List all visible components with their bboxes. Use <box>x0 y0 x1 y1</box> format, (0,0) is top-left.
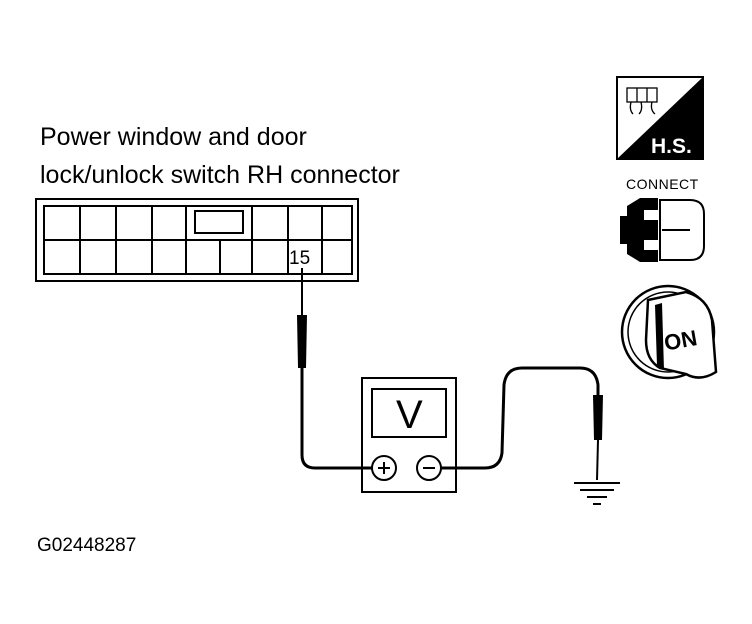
ignition-on-icon: ON <box>620 284 718 380</box>
connect-label: CONNECT <box>626 176 699 192</box>
connector-latch <box>194 210 244 234</box>
harness-side-icon: H.S. <box>616 76 704 160</box>
negative-probe <box>593 395 603 481</box>
title-line-1: Power window and door <box>40 123 307 151</box>
positive-probe <box>297 268 307 368</box>
title-line-2: lock/unlock switch RH connector <box>40 161 400 189</box>
connector-body <box>35 198 359 282</box>
negative-lead-wire <box>441 366 600 470</box>
pin-15-label: 15 <box>289 248 310 269</box>
meter-display-letter: V <box>396 393 423 437</box>
voltmeter <box>361 377 457 493</box>
hs-label: H.S. <box>651 135 692 158</box>
positive-lead-wire <box>300 368 372 470</box>
ground-icon <box>574 482 620 505</box>
connector-connected-icon <box>620 198 705 262</box>
on-label: ON <box>662 325 699 355</box>
diagram-id: G02448287 <box>37 535 136 556</box>
